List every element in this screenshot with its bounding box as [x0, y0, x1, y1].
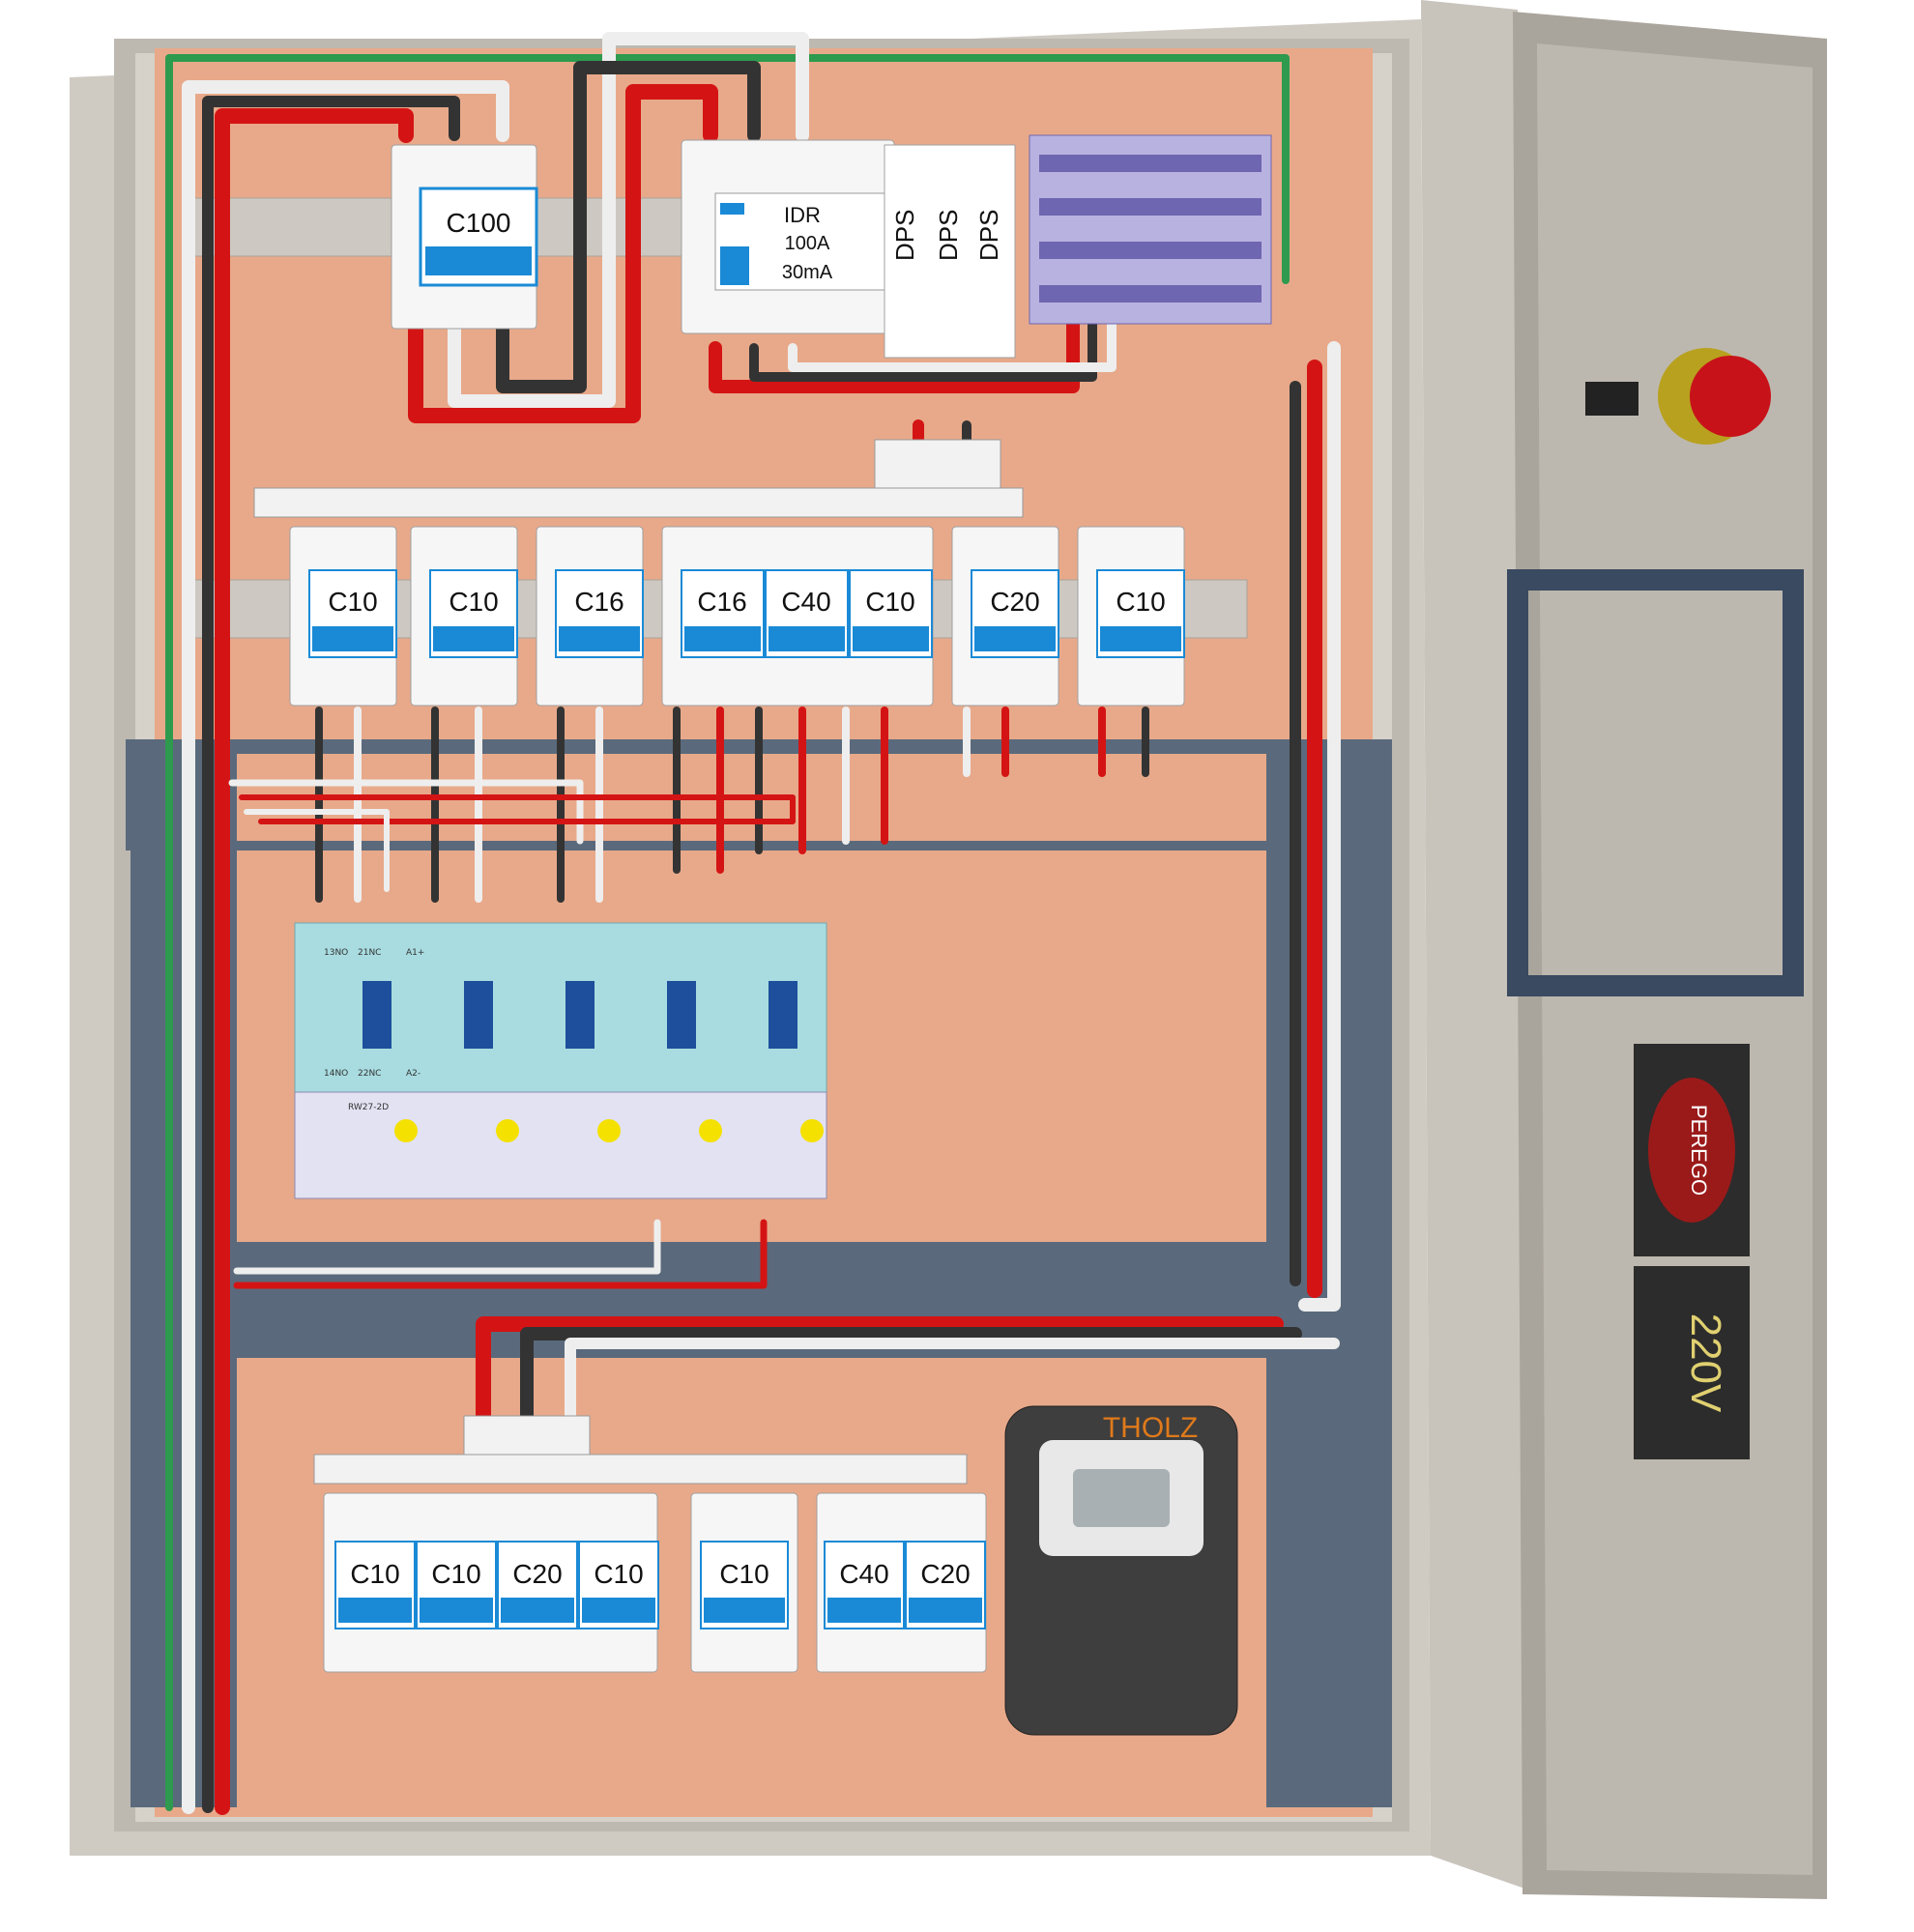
row1-breaker-4-label: C16 — [697, 587, 746, 617]
temperature-controller: THOLZ — [1004, 1405, 1238, 1736]
residual-current-device: IDR 100A 30mA — [681, 139, 895, 334]
row2-breaker-2-label: C10 — [431, 1559, 480, 1589]
row2-breaker-6-label: C40 — [839, 1559, 888, 1589]
overload-relay-model: RW27-2D — [348, 1103, 389, 1112]
breaker-row-1: C10 C10 C16 C16 C40 C10 C20 C10 — [289, 526, 1185, 706]
door-indicator-lamps — [1507, 569, 1804, 996]
row1-breaker-2-label: C10 — [449, 587, 498, 617]
row1-breaker-5-label: C40 — [781, 587, 830, 617]
emergency-stop-button — [1585, 348, 1771, 445]
terminal-14no: 14NO — [324, 1069, 348, 1079]
row2-breaker-4-label: C10 — [594, 1559, 643, 1589]
row2-breaker-3-label: C20 — [512, 1559, 562, 1589]
main-breaker-c100: C100 — [391, 144, 538, 330]
terminal-block — [1029, 134, 1272, 325]
contactor-bank: 13NO 21NC A1+ 14NO 22NC A2- RW27-2D — [294, 922, 827, 1199]
row1-breaker-6-label: C10 — [865, 587, 914, 617]
row1-breaker-3-label: C16 — [574, 587, 624, 617]
row1-breaker-1-label: C10 — [328, 587, 377, 617]
door-brand-plate: PEREGO — [1687, 1105, 1711, 1196]
controller-brand: THOLZ — [1103, 1412, 1198, 1444]
row2-breaker-7-label: C20 — [920, 1559, 970, 1589]
dps-3-label: DPS — [974, 210, 1003, 261]
surge-protectors: DPS DPS DPS — [884, 144, 1016, 359]
idr-name: IDR — [784, 203, 821, 227]
cabinet-door — [1421, 0, 1827, 1899]
wiring — [165, 32, 1341, 1815]
breaker-row-2: C10 C10 C20 C10 C10 C40 C20 — [323, 1492, 987, 1673]
door-voltage-label: 220V — [1682, 1313, 1729, 1413]
door-nameplates: PEREGO 220V — [1634, 1044, 1750, 1459]
terminal-13no: 13NO — [324, 948, 348, 958]
row2-breaker-5-label: C10 — [719, 1559, 768, 1589]
row1-breaker-8-label: C10 — [1116, 587, 1165, 617]
main-breaker-label: C100 — [447, 208, 511, 238]
distribution-terminals — [253, 439, 1024, 1485]
terminal-21nc: 21NC — [358, 948, 381, 958]
terminal-a1: A1+ — [406, 948, 424, 958]
terminal-22nc: 22NC — [358, 1069, 381, 1079]
row2-breaker-1-label: C10 — [350, 1559, 399, 1589]
idr-sensitivity: 30mA — [782, 262, 833, 283]
idr-rating: 100A — [785, 233, 830, 254]
dps-1-label: DPS — [890, 210, 919, 261]
row1-breaker-7-label: C20 — [990, 587, 1039, 617]
terminal-a2: A2- — [406, 1069, 420, 1079]
dps-2-label: DPS — [934, 210, 963, 261]
